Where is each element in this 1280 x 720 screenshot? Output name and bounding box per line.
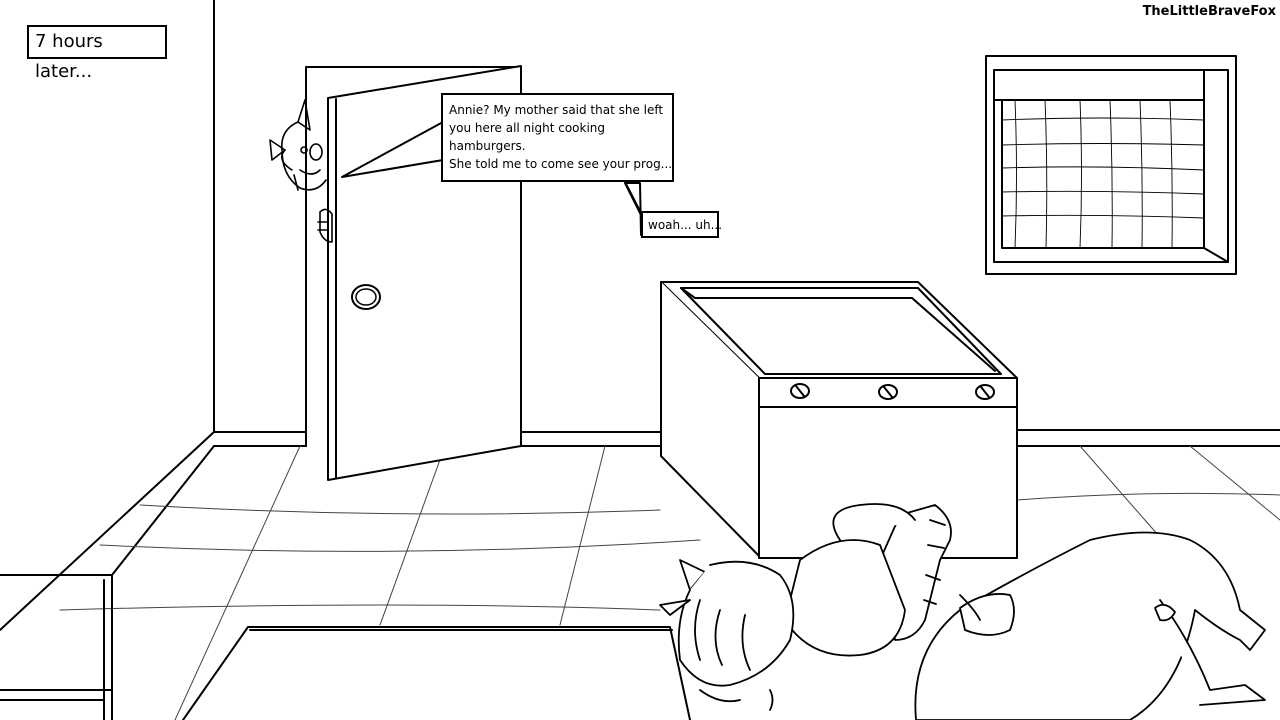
shelf — [0, 574, 113, 720]
caption-text: 7 hours later... — [35, 31, 103, 82]
artist-watermark: TheLittleBraveFox — [1142, 4, 1276, 19]
peeking-character — [269, 99, 333, 243]
speech-line-4: She told me to come see your prog... — [449, 157, 673, 171]
stove — [660, 281, 1018, 559]
speech-line-2: you here all night cooking — [449, 121, 606, 135]
reply-text: woah... uh... — [648, 218, 723, 232]
speech-line-3: hamburgers. — [449, 139, 526, 153]
sleeping-character — [659, 503, 1266, 720]
speech-line-1: Annie? My mother said that she left — [449, 103, 664, 117]
door-knob[interactable] — [351, 284, 381, 310]
speech-bubble-reply: woah... uh... — [641, 211, 723, 238]
room-walls — [0, 0, 1280, 631]
caption-box: 7 hours later... — [27, 25, 167, 82]
speech-bubble-main: Annie? My mother said that she left you … — [441, 93, 674, 182]
window — [985, 55, 1237, 275]
floor-mat — [182, 626, 691, 720]
floor-tiles — [59, 445, 1280, 720]
